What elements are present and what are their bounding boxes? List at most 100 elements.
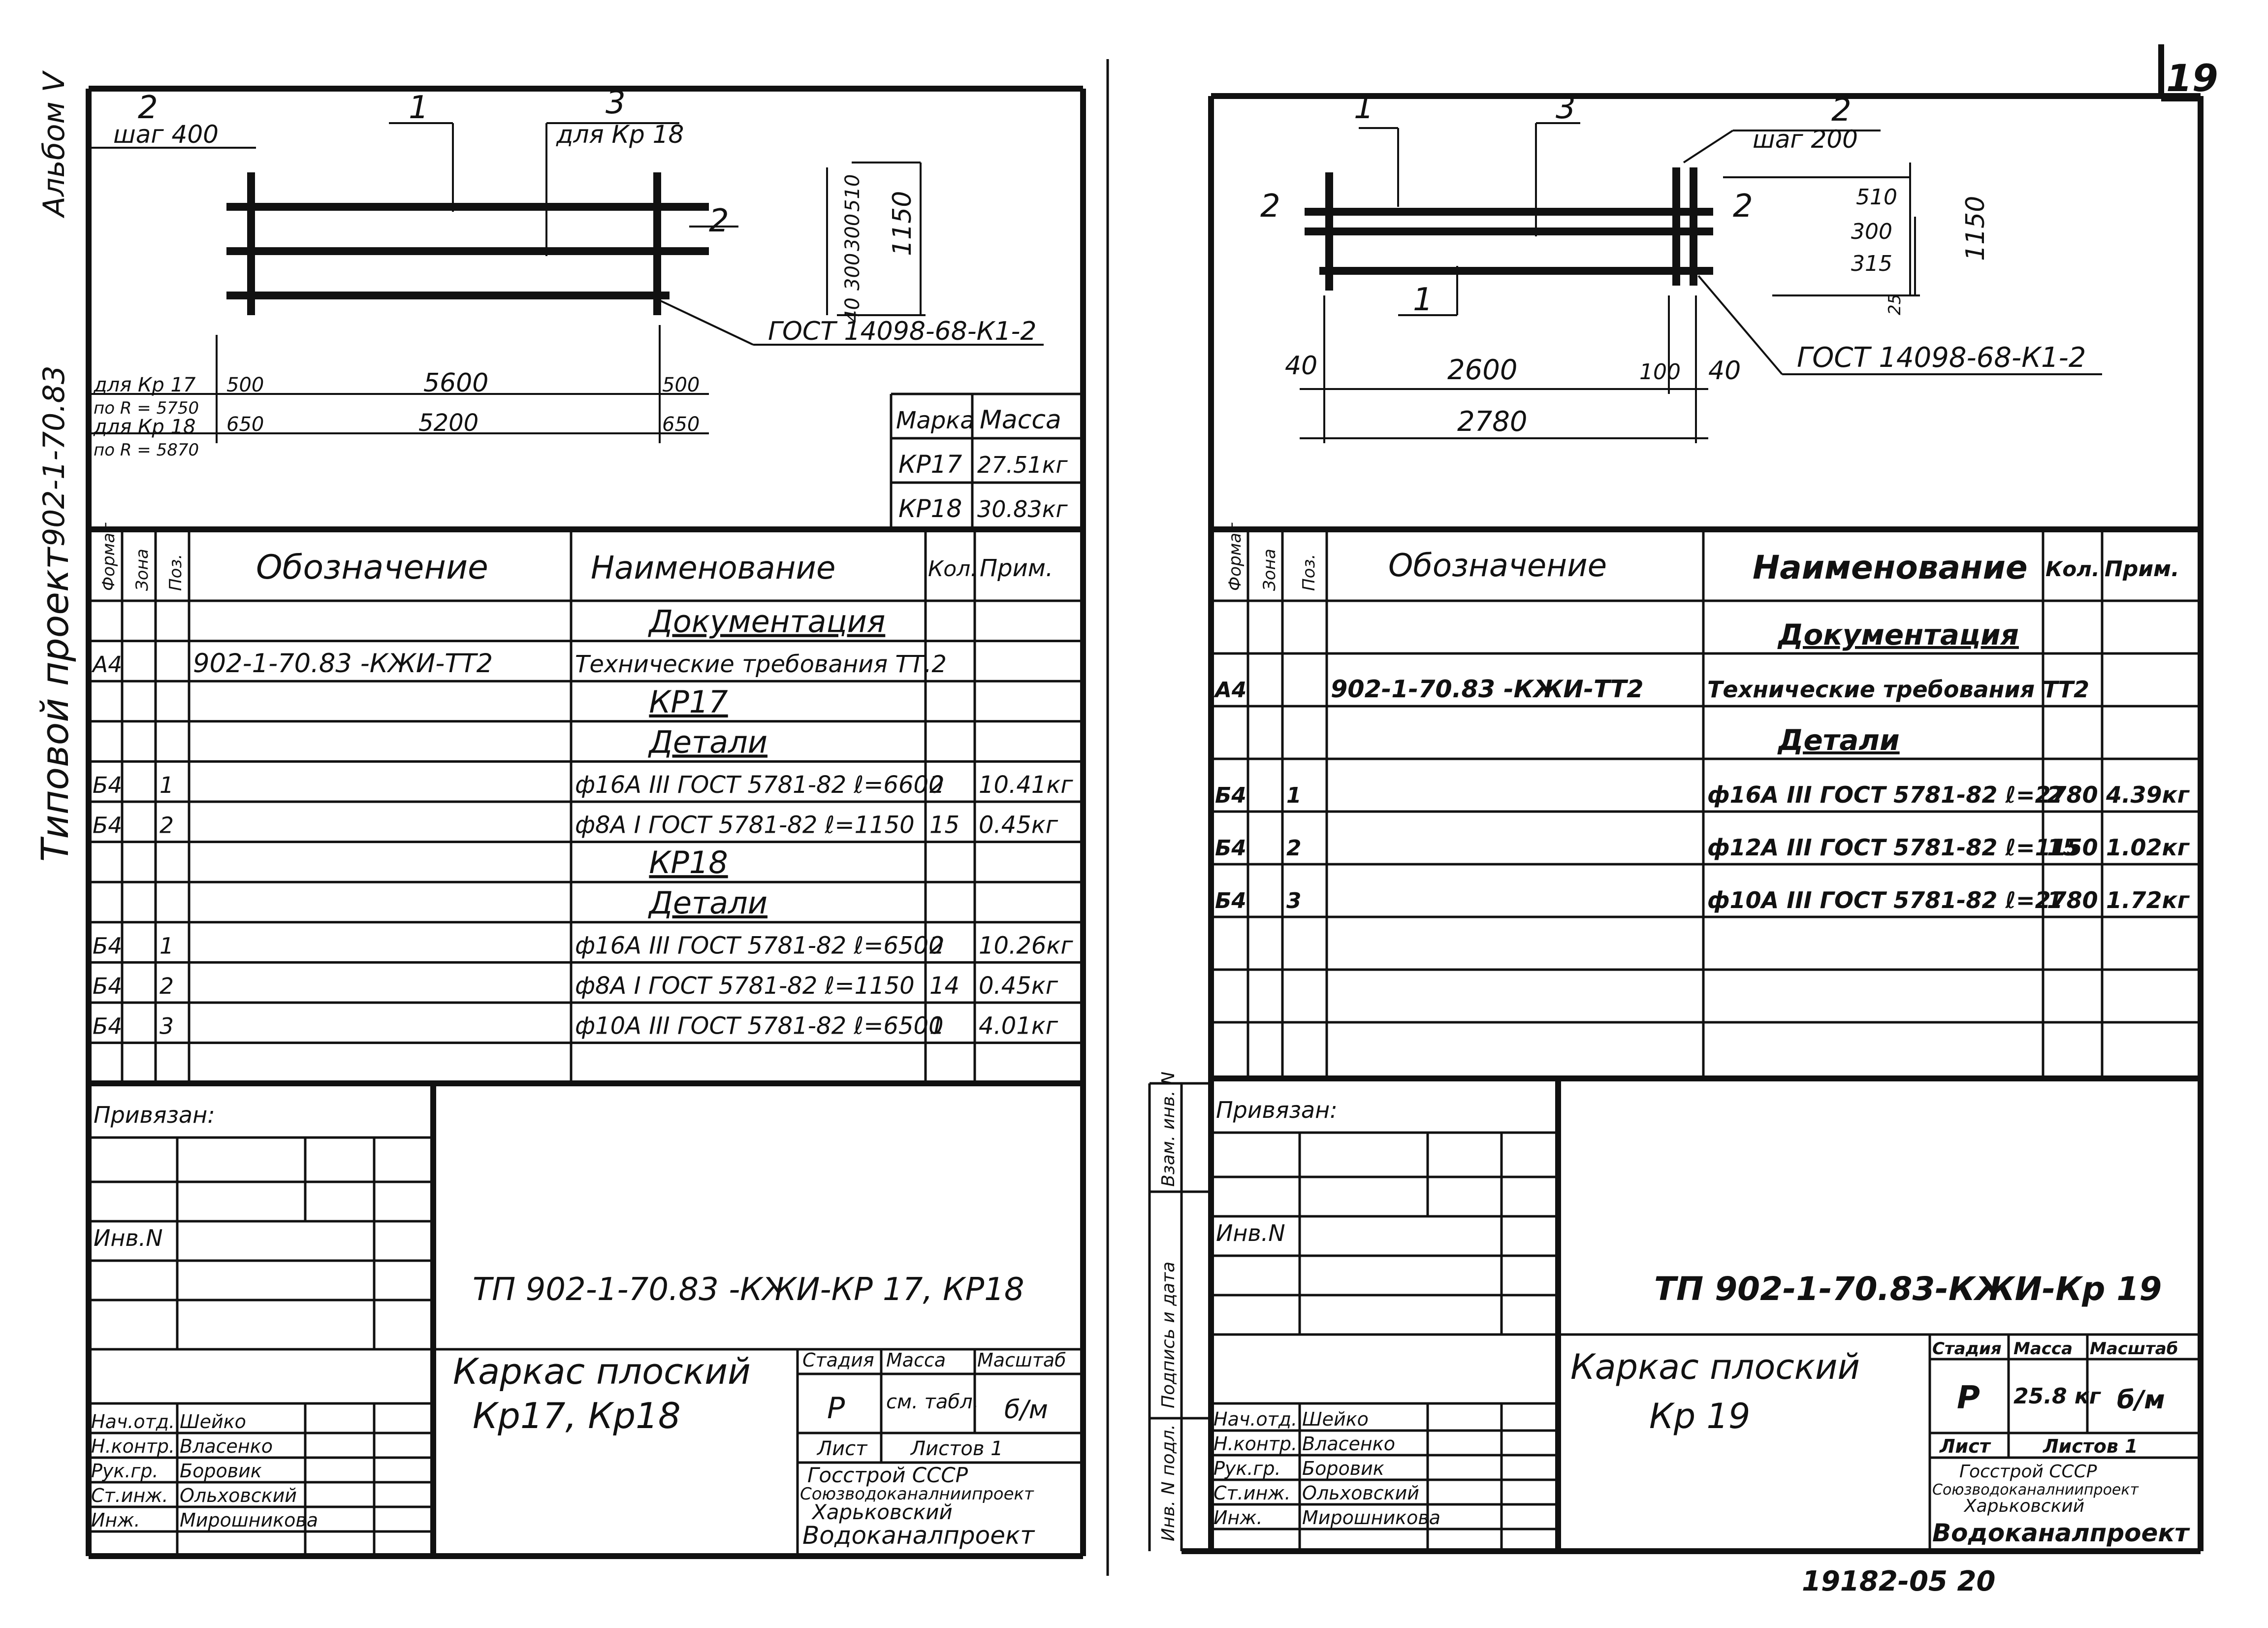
left-spec-cell: Технические требования ТТ.2 xyxy=(575,651,947,678)
left-spec-cell: 10.41кг xyxy=(979,771,1073,799)
left-title-stamp: Привязан: Инв.N ТП 902-1-70.83 -КЖИ-КР 1… xyxy=(89,1083,1083,1556)
right-staff-name: Шейко xyxy=(1302,1408,1369,1430)
left-step-label: шаг 400 xyxy=(113,120,219,149)
left-spec-h-designation: Обозначение xyxy=(256,548,488,587)
left-stamp-scale-label: Масштаб xyxy=(977,1349,1066,1371)
left-staff-role: Н.контр. xyxy=(91,1435,175,1457)
left-mass-row2-mass: 30.83кг xyxy=(977,496,1068,522)
right-spec-cell: 902-1-70.83 -КЖИ-ТТ2 xyxy=(1331,675,1644,703)
right-hdim-40a: 40 xyxy=(1285,351,1317,381)
left-spec-cell: КР17 xyxy=(649,684,728,720)
left-cage-drawing: 2 1 3 2 шаг 400 для Кр 18 ГОСТ 14098-68-… xyxy=(89,85,1044,460)
left-spec-cell: ф10А III ГОСТ 5781-82 ℓ=6500 xyxy=(575,1012,944,1040)
left-spec-cell: ф16А III ГОСТ 5781-82 ℓ=6600 xyxy=(575,771,944,799)
margin-album: Альбом V xyxy=(37,70,71,219)
right-stamp-sheet-label: Лист xyxy=(1939,1435,1991,1457)
left-spec-cell: 1 xyxy=(929,1012,945,1040)
left-vdim-300a: 300 xyxy=(841,214,864,251)
left-stamp-inv: Инв.N xyxy=(94,1225,163,1251)
left-staff-role: Ст.инж. xyxy=(91,1485,168,1506)
left-spec-cell: Б4 xyxy=(93,933,122,959)
right-spec-cell: ф12А III ГОСТ 5781-82 ℓ=1150 xyxy=(1707,834,2098,861)
margin-typical: Типовой проект xyxy=(33,546,77,862)
left-spec-cell: 2 xyxy=(929,771,945,799)
right-stamp-inv: Инв.N xyxy=(1216,1220,1285,1246)
right-spec-cell: 4.39кг xyxy=(2106,781,2190,808)
right-spec-h-note: Прим. xyxy=(2105,556,2179,582)
left-stamp-stage: Р xyxy=(827,1391,845,1426)
left-spec-cell: КР18 xyxy=(649,845,728,880)
left-gost-weld: ГОСТ 14098-68-К1-2 xyxy=(768,317,1036,346)
left-stamp-org2: Союзводоканалниипроект xyxy=(800,1484,1034,1504)
right-stamp-scale-label: Масштаб xyxy=(2090,1339,2178,1359)
left-spec-h-zone: Зона xyxy=(132,549,152,591)
left-spec-cell: Детали xyxy=(647,885,767,921)
right-staff-role: Инж. xyxy=(1214,1507,1263,1529)
right-side-inv-orig: Инв. N подл. xyxy=(1158,1424,1179,1541)
right-spec-cell: 1 xyxy=(2047,887,2063,913)
left-staff-name: Мирошникова xyxy=(180,1509,318,1531)
right-title-stamp: Привязан: Инв.N ТП 902-1-70.83-КЖИ-Кр 19… xyxy=(1211,1078,2201,1551)
left-spec-cell: 2 xyxy=(160,813,174,839)
right-spec-cell: Детали xyxy=(1777,723,1900,757)
right-binding-strip: Инв. N подл. Подпись и дата Взам. инв. N xyxy=(1148,1072,1211,1551)
left-spec-h-note: Прим. xyxy=(980,554,1053,582)
right-vdim-25: 25 xyxy=(1885,294,1905,315)
right-spec-cell: 1.72кг xyxy=(2106,887,2190,913)
right-stamp-stage: Р xyxy=(1957,1380,1980,1416)
right-staff-role: Нач.отд. xyxy=(1214,1408,1297,1430)
right-pos-2-left: 2 xyxy=(1260,188,1280,225)
left-pos-2: 2 xyxy=(138,90,158,126)
left-stamp-sheets-label: Листов 1 xyxy=(910,1437,1003,1460)
right-hdim-2600: 2600 xyxy=(1447,354,1518,386)
right-spec-h-zone: Зона xyxy=(1260,549,1279,591)
left-mass-header-mass: Масса xyxy=(980,405,1061,435)
left-row1-dim-a: 500 xyxy=(226,374,264,396)
right-spec-cell: ф10А III ГОСТ 5781-82 ℓ=2780 xyxy=(1707,887,2098,913)
right-staff-name: Боровик xyxy=(1302,1458,1384,1479)
left-spec-cell: Б4 xyxy=(93,772,122,798)
right-spec-h-designation: Обозначение xyxy=(1388,548,1607,584)
left-spec-table: Формат Зона Поз. Обозначение Наименовани… xyxy=(89,522,1083,1086)
left-spec-cell: 0.45кг xyxy=(979,812,1058,839)
left-spec-cell: ф8А I ГОСТ 5781-82 ℓ=1150 xyxy=(575,972,915,1000)
right-spec-h-qty: Кол. xyxy=(2045,557,2100,581)
right-hdim-40b: 40 xyxy=(1708,356,1741,386)
right-gost-weld: ГОСТ 14098-68-К1-2 xyxy=(1797,342,2086,374)
left-vdim-40: 40 xyxy=(841,297,864,323)
left-spec-cell: 2 xyxy=(160,973,174,999)
right-vdim-315: 315 xyxy=(1851,251,1892,276)
left-staff-role: Рук.гр. xyxy=(91,1460,159,1482)
right-spec-cell: 2 xyxy=(2047,781,2063,808)
left-row2-dim-a: 650 xyxy=(226,413,264,436)
left-row2-dim-c: 650 xyxy=(662,413,700,436)
right-step-label: шаг 200 xyxy=(1753,125,1858,154)
margin-series: 902-1-70.83 xyxy=(37,365,71,547)
right-side-sign-date: Подпись и дата xyxy=(1158,1262,1179,1408)
left-stamp-org1: Госстрой СССР xyxy=(807,1463,968,1487)
left-row2-label: для Кр 18 xyxy=(93,416,195,438)
right-spec-cell: А4 xyxy=(1214,678,1246,703)
left-stamp-mass: см. табл. xyxy=(886,1391,979,1413)
right-spec-cell: Документация xyxy=(1777,618,2019,651)
left-spec-cell: Б4 xyxy=(93,813,122,839)
left-row2-dim-b: 5200 xyxy=(418,409,479,437)
left-spec-cell: 0.45кг xyxy=(979,972,1058,1000)
right-spec-h-name: Наименование xyxy=(1753,549,2028,586)
left-row1-dim-b: 5600 xyxy=(423,368,488,398)
left-spec-h-qty: Кол. xyxy=(928,556,977,582)
left-stamp-sheet-label: Лист xyxy=(816,1437,868,1460)
left-pos-1: 1 xyxy=(409,90,429,126)
right-vdim-510: 510 xyxy=(1856,185,1897,210)
left-spec-cell: 15 xyxy=(929,812,959,839)
left-spec-cell: А4 xyxy=(91,651,122,678)
left-spec-h-name: Наименование xyxy=(591,550,835,586)
right-stamp-org4: Водоканалпроект xyxy=(1932,1519,2190,1547)
left-spec-cell: 14 xyxy=(929,972,959,1000)
right-pos-1-low: 1 xyxy=(1413,282,1433,318)
left-stamp-code: ТП 902-1-70.83 -КЖИ-КР 17, КР18 xyxy=(473,1271,1024,1308)
page-number: 19 xyxy=(2166,56,2218,100)
left-spec-cell: Б4 xyxy=(93,973,122,999)
right-spec-table: Формат Зона Поз. Обозначение Наименовани… xyxy=(1211,522,2201,1081)
